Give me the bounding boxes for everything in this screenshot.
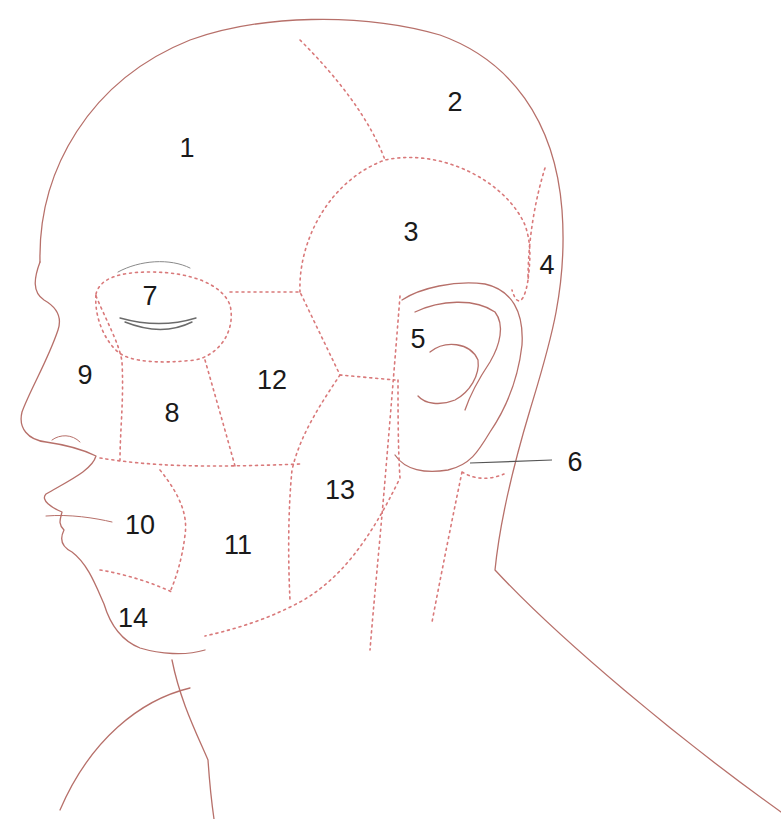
callout-number: 13 (325, 477, 355, 504)
region-border (100, 570, 172, 592)
region-border (300, 40, 385, 160)
eyebrow (118, 262, 190, 272)
callout-number: 12 (257, 367, 287, 394)
mouth (46, 515, 112, 522)
region-border (370, 296, 400, 650)
callout-number: 5 (410, 326, 425, 353)
callout-number: 6 (567, 449, 582, 476)
head-outline (40, 19, 781, 812)
callout-number: 2 (447, 89, 462, 116)
callout-number: 14 (118, 605, 148, 632)
callout-number: 1 (179, 135, 194, 162)
leader-line (470, 460, 552, 463)
region-border (205, 360, 235, 466)
shoulder (60, 688, 190, 810)
callout-number: 8 (164, 400, 179, 427)
region-border (230, 292, 395, 380)
region-border (96, 272, 232, 362)
callout-number: 9 (77, 362, 92, 389)
callout-number: 3 (403, 219, 418, 246)
face-profile (21, 262, 205, 654)
region-border (205, 380, 400, 636)
callout-number: 4 (539, 252, 554, 279)
region-border (512, 168, 545, 301)
ear-inner (415, 302, 500, 410)
ear (395, 283, 522, 471)
callout-number: 11 (224, 532, 252, 559)
region-border (160, 470, 186, 592)
region-border (96, 296, 123, 460)
region-border (432, 472, 504, 622)
region-border (300, 157, 530, 292)
callout-number: 7 (142, 283, 157, 310)
region-border (100, 458, 300, 466)
neck-front (172, 660, 214, 819)
callout-number: 10 (125, 512, 155, 539)
eyelid (120, 318, 196, 330)
nostril (52, 436, 80, 442)
